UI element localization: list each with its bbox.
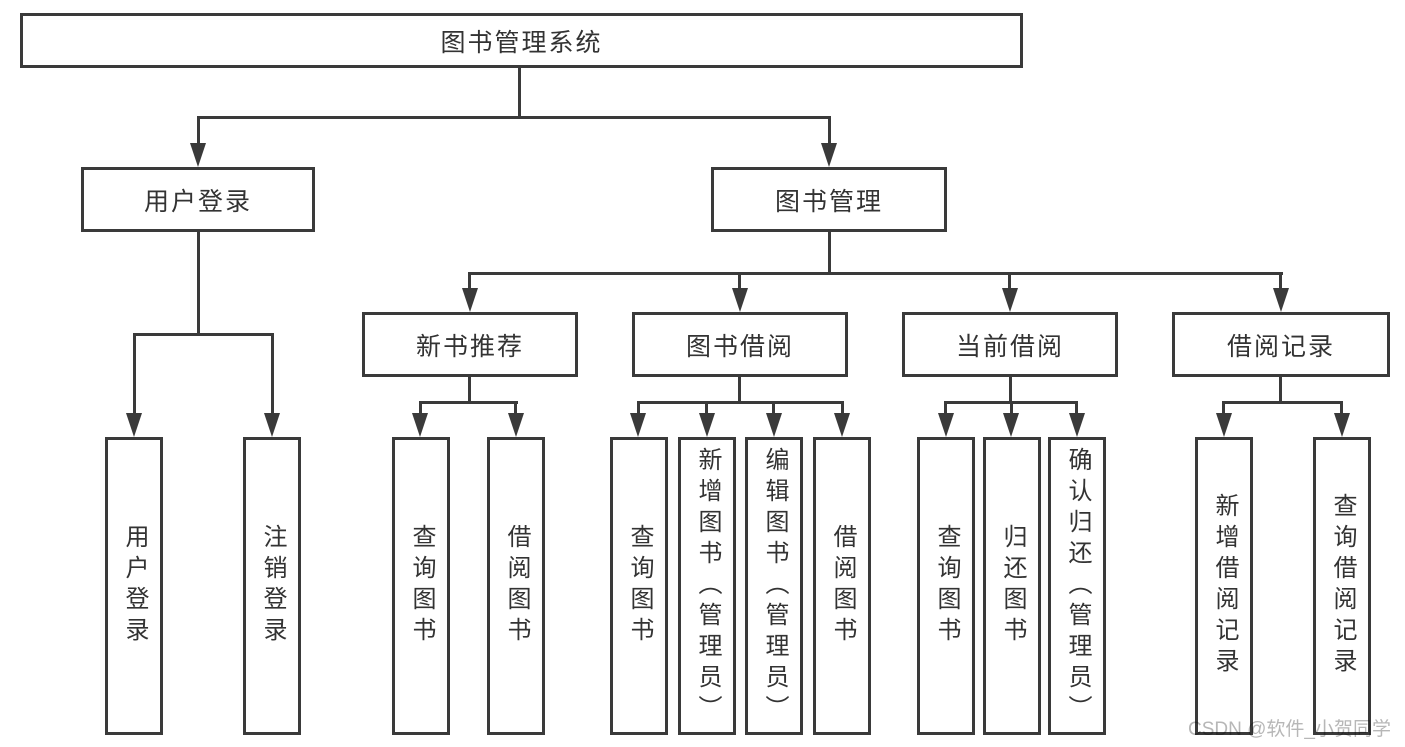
node-new-book-recommend: 新书推荐 — [362, 312, 578, 377]
connector-drop-book-management — [828, 116, 831, 146]
arrowhead-down — [938, 413, 954, 437]
leaf-user-login: 用户登录 — [105, 437, 163, 735]
arrowhead-down — [630, 413, 646, 437]
connector-drop-leaf — [133, 333, 136, 416]
connector-book-borrow-rail — [637, 401, 844, 404]
connector-level3-rail — [469, 272, 1283, 275]
connector-drop-new-book — [468, 272, 471, 292]
arrowhead-down — [508, 413, 524, 437]
connector-drop-leaf — [841, 401, 844, 417]
arrowhead-down — [126, 413, 142, 437]
connector-drop-leaf — [514, 401, 517, 417]
leaf-return-books: 归还图书 — [983, 437, 1041, 735]
connector-drop-leaf — [705, 401, 708, 417]
node-borrow-records-label: 借阅记录 — [1226, 332, 1335, 361]
leaf-confirm-return-admin: 确认归还（管理员） — [1048, 437, 1106, 735]
connector-borrow-records-rail — [1222, 401, 1343, 404]
connector-root-stem — [518, 68, 521, 119]
arrowhead-down — [1069, 413, 1085, 437]
node-book-borrow: 图书借阅 — [632, 312, 848, 377]
connector-drop-leaf — [1075, 401, 1078, 417]
connector-drop-leaf — [1010, 401, 1013, 417]
connector-new-book-rail — [419, 401, 518, 404]
node-user-login: 用户登录 — [81, 167, 315, 232]
leaf-logout: 注销登录 — [243, 437, 301, 735]
arrowhead-down — [766, 413, 782, 437]
node-book-management-label: 图书管理 — [774, 187, 883, 216]
arrowhead-down — [1002, 288, 1018, 312]
node-current-borrow: 当前借阅 — [902, 312, 1118, 377]
arrowhead-down — [462, 288, 478, 312]
connector-drop-leaf — [1222, 401, 1225, 417]
leaf-borrow-books: 借阅图书 — [813, 437, 871, 735]
connector-borrow-records-stem — [1279, 377, 1282, 404]
connector-book-borrow-stem — [738, 377, 741, 404]
leaf-add-books-admin: 新增图书（管理员） — [678, 437, 736, 735]
node-user-login-label: 用户登录 — [143, 187, 252, 216]
watermark: CSDN @软件_小贺同学 — [1188, 719, 1391, 740]
arrowhead-down — [412, 413, 428, 437]
leaf-query-borrow-record: 查询借阅记录 — [1313, 437, 1371, 735]
node-root: 图书管理系统 — [20, 13, 1023, 68]
arrowhead-down — [1003, 413, 1019, 437]
connector-drop-leaf — [419, 401, 422, 417]
connector-drop-book-borrow — [738, 272, 741, 292]
leaf-query-books-borrow: 查询图书 — [610, 437, 668, 735]
connector-drop-leaf — [271, 333, 274, 416]
node-root-label: 图书管理系统 — [440, 28, 603, 57]
arrowhead-down — [1216, 413, 1232, 437]
leaf-edit-books-admin: 编辑图书（管理员） — [745, 437, 803, 735]
connector-drop-current-borrow — [1008, 272, 1011, 292]
node-borrow-records: 借阅记录 — [1172, 312, 1390, 377]
connector-user-login-rail — [133, 333, 274, 336]
arrowhead-down — [190, 143, 206, 167]
connector-current-borrow-stem — [1009, 377, 1012, 404]
connector-new-book-stem — [468, 377, 471, 404]
connector-level2-rail — [197, 116, 831, 119]
arrowhead-down — [264, 413, 280, 437]
arrowhead-down — [834, 413, 850, 437]
connector-drop-borrow-records — [1279, 272, 1282, 292]
connector-drop-user-login — [197, 116, 200, 146]
connector-drop-leaf — [772, 401, 775, 417]
node-current-borrow-label: 当前借阅 — [955, 332, 1064, 361]
connector-user-login-stem — [197, 232, 200, 336]
leaf-query-books-recommend: 查询图书 — [392, 437, 450, 735]
arrowhead-down — [821, 143, 837, 167]
connector-book-management-stem — [828, 232, 831, 275]
node-new-book-recommend-label: 新书推荐 — [415, 332, 524, 361]
leaf-add-borrow-record: 新增借阅记录 — [1195, 437, 1253, 735]
node-book-borrow-label: 图书借阅 — [685, 332, 794, 361]
arrowhead-down — [1273, 288, 1289, 312]
node-book-management: 图书管理 — [711, 167, 947, 232]
leaf-borrow-books-recommend: 借阅图书 — [487, 437, 545, 735]
arrowhead-down — [1334, 413, 1350, 437]
connector-drop-leaf — [1340, 401, 1343, 417]
arrowhead-down — [732, 288, 748, 312]
connector-drop-leaf — [637, 401, 640, 417]
arrowhead-down — [699, 413, 715, 437]
leaf-query-books-current: 查询图书 — [917, 437, 975, 735]
connector-drop-leaf — [944, 401, 947, 417]
